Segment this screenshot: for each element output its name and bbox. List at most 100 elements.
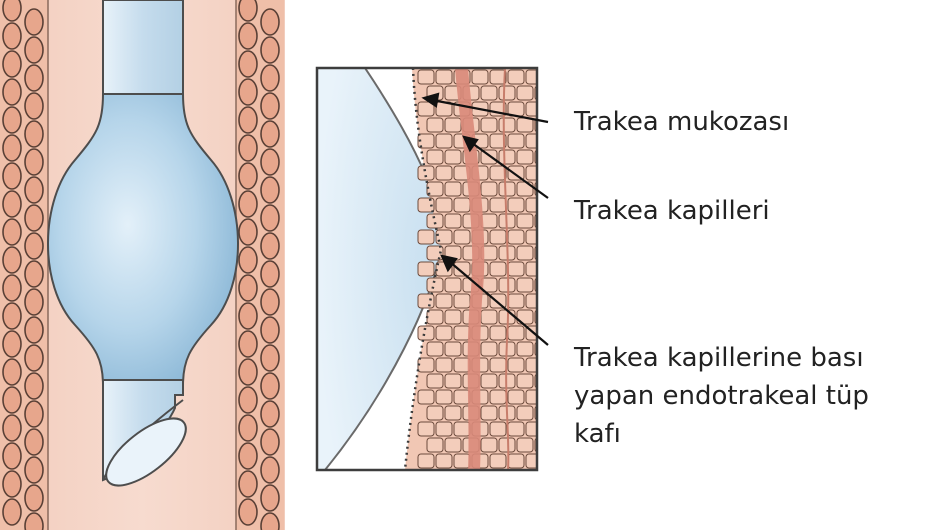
cartilage-cell: [239, 247, 257, 273]
mucosa-cell: [454, 358, 470, 372]
mucosa-cell: [499, 278, 515, 292]
cartilage-cell: [239, 79, 257, 105]
label-cuff-line-1: Trakea kapillerine bası: [574, 340, 864, 377]
mucosa-cell: [526, 262, 542, 276]
mucosa-cell: [436, 230, 452, 244]
cartilage-cell: [3, 359, 21, 385]
cartilage-cell: [261, 289, 279, 315]
mucosa-cell: [490, 294, 506, 308]
mucosa-cell: [526, 70, 542, 84]
cartilage-cell: [239, 275, 257, 301]
cartilage-cell: [3, 23, 21, 49]
mucosa-cell: [454, 326, 470, 340]
cartilage-cell: [3, 79, 21, 105]
mucosa-cell: [436, 198, 452, 212]
mucosa-cell: [427, 118, 443, 132]
mucosa-cell: [499, 86, 515, 100]
mucosa-cell: [445, 438, 461, 452]
cartilage-cell: [239, 303, 257, 329]
mucosa-cell: [445, 342, 461, 356]
cartilage-cell: [25, 345, 43, 371]
mucosa-cell: [490, 390, 506, 404]
mucosa-cell: [508, 454, 524, 468]
mucosa-cell: [454, 294, 470, 308]
cartilage-cell: [239, 359, 257, 385]
mucosa-cell: [481, 406, 497, 420]
cartilage-cell: [261, 401, 279, 427]
mucosa-cell: [508, 294, 524, 308]
mucosa-cell: [517, 118, 533, 132]
mucosa-cell: [517, 150, 533, 164]
mucosa-cell: [481, 182, 497, 196]
cartilage-cell: [3, 415, 21, 441]
mucosa-cell: [427, 214, 443, 228]
mucosa-cell: [517, 278, 533, 292]
mucosa-cell: [508, 230, 524, 244]
mucosa-cell: [436, 70, 452, 84]
cartilage-cell: [3, 0, 21, 21]
mucosa-cell: [490, 198, 506, 212]
mucosa-cell: [418, 262, 434, 276]
mucosa-cell: [526, 230, 542, 244]
mucosa-cell: [490, 422, 506, 436]
cartilage-cell: [3, 219, 21, 245]
mucosa-cell: [445, 374, 461, 388]
mucosa-cell: [499, 150, 515, 164]
cartilage-cell: [239, 387, 257, 413]
label-trachea-capillaries: Trakea kapilleri: [574, 193, 770, 230]
mucosa-cell: [526, 102, 542, 116]
cartilage-cell: [261, 317, 279, 343]
mucosa-cell: [508, 390, 524, 404]
cartilage-cell: [25, 205, 43, 231]
cartilage-cell: [261, 205, 279, 231]
cartilage-cell: [261, 37, 279, 63]
cartilage-cell: [261, 233, 279, 259]
mucosa-cell: [481, 438, 497, 452]
cartilage-cell: [261, 65, 279, 91]
cartilage-cell: [25, 233, 43, 259]
mucosa-cell: [508, 198, 524, 212]
mucosa-cell: [490, 358, 506, 372]
mucosa-cell: [526, 134, 542, 148]
mucosa-cell: [436, 294, 452, 308]
cartilage-cell: [3, 471, 21, 497]
mucosa-cell: [445, 214, 461, 228]
trachea-wall-right: [236, 0, 284, 530]
cartilage-cell: [3, 135, 21, 161]
mucosa-cell: [418, 358, 434, 372]
cartilage-cell: [25, 261, 43, 287]
cartilage-cell: [239, 443, 257, 469]
mucosa-cell: [427, 150, 443, 164]
mucosa-cell: [508, 262, 524, 276]
cartilage-cell: [239, 331, 257, 357]
mucosa-cell: [517, 246, 533, 260]
mucosa-cell: [508, 422, 524, 436]
mucosa-cell: [427, 374, 443, 388]
mucosa-cell: [517, 86, 533, 100]
mucosa-cell: [418, 70, 434, 84]
cartilage-cell: [3, 303, 21, 329]
mucosa-cell: [490, 230, 506, 244]
mucosa-cell: [445, 182, 461, 196]
mucosa-cell: [517, 214, 533, 228]
inset-cell-layer: [418, 70, 551, 468]
mucosa-cell: [436, 326, 452, 340]
cartilage-cell: [261, 149, 279, 175]
mucosa-cell: [481, 310, 497, 324]
cartilage-cell: [3, 275, 21, 301]
cartilage-cell: [25, 121, 43, 147]
cartilage-cell: [25, 93, 43, 119]
mucosa-cell: [490, 326, 506, 340]
cartilage-cell: [261, 429, 279, 455]
cartilage-cell: [3, 51, 21, 77]
cartilage-cell: [239, 499, 257, 525]
cartilage-cell: [239, 0, 257, 21]
cartilage-cell: [261, 261, 279, 287]
mucosa-cell: [490, 454, 506, 468]
cartilage-cell: [239, 51, 257, 77]
cartilage-cell: [239, 163, 257, 189]
mucosa-cell: [508, 326, 524, 340]
cartilage-cell: [239, 23, 257, 49]
cartilage-cell: [3, 163, 21, 189]
